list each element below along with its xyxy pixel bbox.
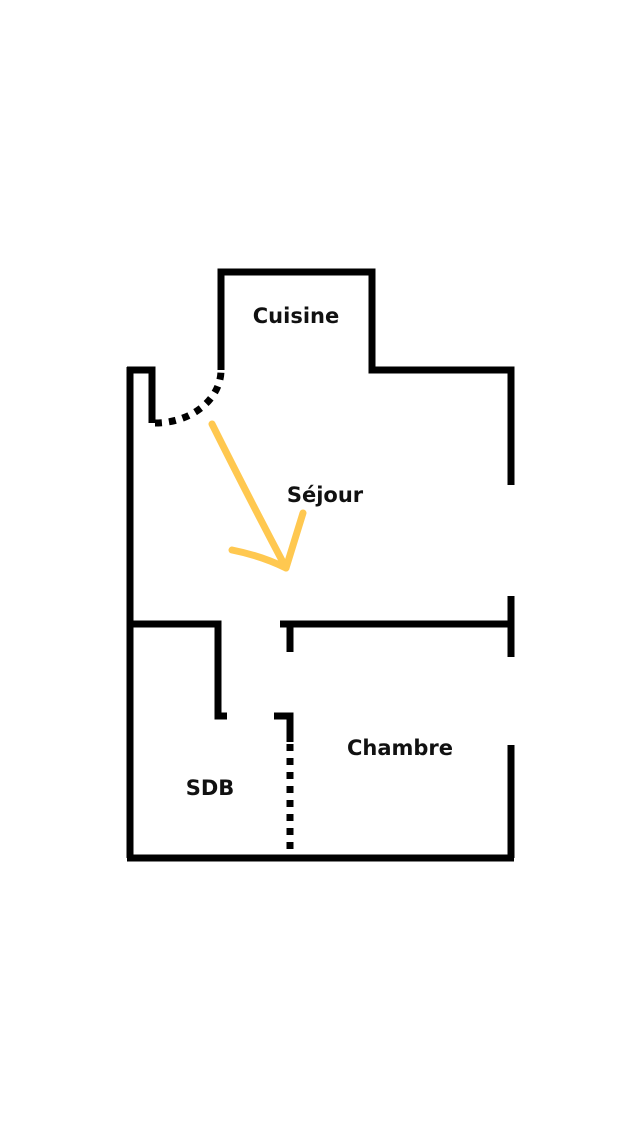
bathroom-bedroom-wall bbox=[274, 712, 294, 742]
entry-wall bbox=[127, 366, 156, 423]
direction-arrow bbox=[208, 420, 307, 572]
room-label-bedroom: Chambre bbox=[347, 736, 453, 760]
entry-door-arc bbox=[154, 369, 225, 427]
arrow-shaft bbox=[208, 420, 290, 572]
room-label-kitchen: Cuisine bbox=[253, 304, 339, 328]
kitchen-wall bbox=[217, 268, 515, 485]
room-label-bathroom: SDB bbox=[186, 776, 235, 800]
arrow-head bbox=[228, 509, 307, 572]
room-label-living: Séjour bbox=[287, 483, 364, 507]
living-bathroom-wall bbox=[130, 620, 227, 720]
